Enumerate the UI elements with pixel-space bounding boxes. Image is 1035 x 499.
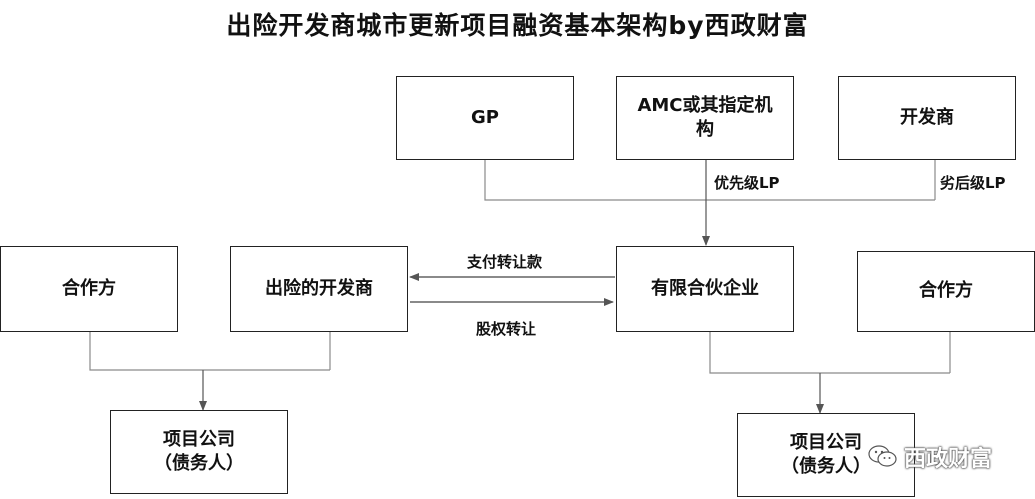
troubled-developer-box: 出险的开发商 <box>230 246 408 332</box>
project-company-right-line1: 项目公司 <box>790 431 862 453</box>
diagram-title: 出险开发商城市更新项目融资基本架构by西政财富 <box>226 11 809 40</box>
partner-right-label: 合作方 <box>919 280 973 302</box>
troubled-developer-label: 出险的开发商 <box>265 277 373 299</box>
partner-left-label: 合作方 <box>62 277 116 299</box>
project-company-left-line2: （债务人） <box>154 453 244 474</box>
subordinate-lp-label: 劣后级LP <box>940 174 1006 192</box>
partnership-down-connector <box>709 332 950 374</box>
priority-lp-label: 优先级LP <box>714 174 780 192</box>
gp-box: GP <box>396 76 574 160</box>
amc-box: AMC或其指定机 构 <box>616 76 794 160</box>
amc-label-line1: AMC或其指定机 <box>637 94 773 116</box>
developer-top-box: 开发商 <box>838 76 1016 160</box>
gp-connector <box>484 160 935 201</box>
partner-right-box: 合作方 <box>857 251 1035 332</box>
limited-partnership-label: 有限合伙企业 <box>651 277 759 299</box>
project-company-left-box: 项目公司 （债务人） <box>110 410 288 494</box>
wechat-icon <box>868 445 897 467</box>
developer-top-label: 开发商 <box>900 106 954 128</box>
equity-transfer-label: 股权转让 <box>476 320 537 338</box>
limited-partnership-box: 有限合伙企业 <box>616 246 794 332</box>
amc-label-line2: 构 <box>696 119 714 140</box>
project-company-left-line1: 项目公司 <box>163 428 235 450</box>
gp-label: GP <box>471 106 499 128</box>
watermark: 西政财富 <box>868 441 992 473</box>
project-company-right-line2: （债务人） <box>781 456 871 477</box>
partner-left-box: 合作方 <box>0 246 178 332</box>
partner-left-connector <box>89 332 330 371</box>
watermark-text: 西政财富 <box>904 447 993 472</box>
transfer-payment-label: 支付转让款 <box>467 253 543 271</box>
